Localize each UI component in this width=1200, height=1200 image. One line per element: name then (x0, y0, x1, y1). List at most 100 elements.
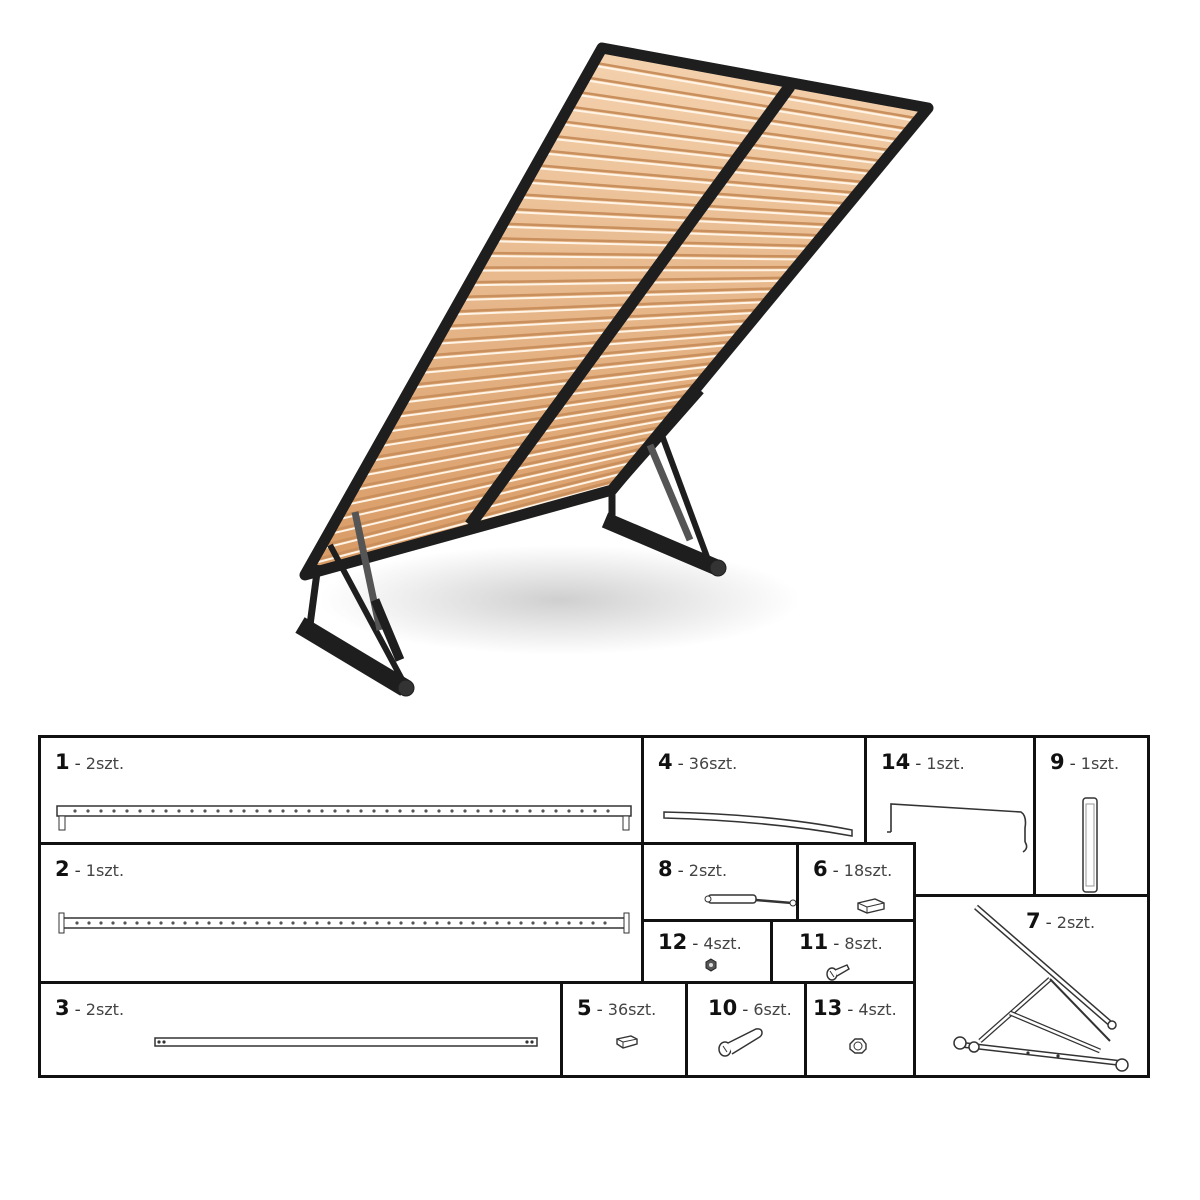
post-icon (1082, 797, 1098, 893)
part-cell-12: 12-4szt. (641, 919, 773, 984)
slat-highlight (445, 311, 762, 331)
rail-hole (554, 809, 558, 813)
slat-line (387, 382, 700, 430)
rail-hole (476, 809, 480, 813)
slat-line (511, 207, 832, 226)
part-number: 8 (658, 857, 673, 881)
rail-hole (507, 921, 511, 925)
rail-hole (424, 809, 428, 813)
rail-hole (555, 921, 559, 925)
rail-hole (447, 921, 451, 925)
slat-line (593, 61, 920, 120)
rail-hole (463, 809, 467, 813)
rail-hole (375, 921, 379, 925)
rail-hole (243, 921, 247, 925)
part-cell-8: 8-2szt. (641, 842, 799, 922)
rail-hole (519, 921, 523, 925)
slat-highlight (362, 417, 674, 477)
rail-hole (541, 809, 545, 813)
center-rail (465, 82, 795, 529)
rail-hole (99, 921, 103, 925)
part-number: 14 (881, 750, 911, 774)
part-number: 3 (55, 996, 70, 1020)
slat-line (370, 403, 683, 460)
slat-highlight (593, 64, 920, 123)
rail-hole (307, 809, 311, 813)
part-cell-9: 9-1szt. (1033, 735, 1150, 897)
part-number: 1 (55, 750, 70, 774)
slat-line (585, 76, 911, 131)
rail-hole (73, 809, 77, 813)
rail-hole (159, 921, 163, 925)
rail-hole (216, 809, 220, 813)
gas-spring-icon (704, 894, 797, 907)
slat-line (494, 237, 814, 248)
hook-bar-icon (887, 803, 1028, 853)
side-rail-icon (56, 805, 632, 831)
rail-hole (411, 809, 415, 813)
rail-hole (255, 809, 259, 813)
rail-hole (125, 809, 129, 813)
rail-hole (567, 809, 571, 813)
rail-hole (580, 809, 584, 813)
rail-hole (387, 921, 391, 925)
slat-line (527, 178, 850, 205)
rail-hole (398, 809, 402, 813)
part-cell-2: 2-1szt. (38, 842, 644, 984)
slat-highlight (519, 196, 841, 219)
rail-hole (279, 921, 283, 925)
slat-highlight (436, 322, 753, 345)
rail-hole (528, 809, 532, 813)
rail-hole (291, 921, 295, 925)
double-slat-holder-icon (857, 898, 885, 914)
part-number: 11 (799, 930, 829, 954)
slat-highlight (453, 301, 771, 316)
part-quantity: 8szt. (844, 934, 883, 953)
cross-bar-icon (154, 1037, 538, 1047)
slat-highlight (585, 79, 911, 134)
slat-line (486, 251, 806, 258)
slat-line (362, 414, 674, 474)
part-quantity: 36szt. (688, 754, 738, 773)
rail-hole (303, 921, 307, 925)
slat-highlight (577, 93, 902, 144)
part-quantity: 36szt. (607, 1000, 657, 1019)
cap-nut-icon (849, 1038, 867, 1054)
center-rail-icon (58, 912, 630, 934)
rail-hole (229, 809, 233, 813)
slat-line (345, 435, 657, 504)
slat-line (519, 193, 841, 216)
rail-hole (346, 809, 350, 813)
rail-hole (203, 809, 207, 813)
slat-line (544, 149, 867, 184)
lift-mechanism-icon (953, 904, 1129, 1072)
rail-hole (543, 921, 547, 925)
rail-hole (138, 809, 142, 813)
rail-hole (515, 809, 519, 813)
rail-hole (471, 921, 475, 925)
rail-hole (195, 921, 199, 925)
screw-icon (826, 964, 850, 981)
rail-hole (351, 921, 355, 925)
rail-hole (359, 809, 363, 813)
rail-hole (123, 921, 127, 925)
part-cell-10: 10-6szt. (685, 981, 807, 1078)
slat-line (379, 393, 692, 445)
long-bolt-icon (718, 1028, 763, 1057)
rail-hole (231, 921, 235, 925)
rail-hole (267, 921, 271, 925)
slat-line (329, 456, 639, 533)
part-quantity: 2szt. (1056, 913, 1096, 932)
rail-hole (151, 809, 155, 813)
part-cell-7: 7-2szt. (913, 894, 1150, 1078)
rail-hole (164, 809, 168, 813)
slat-highlight (428, 332, 744, 360)
rail-hole (315, 921, 319, 925)
rail-hole (531, 921, 535, 925)
slat-highlight (568, 108, 894, 155)
slat-line (354, 425, 665, 489)
slat-line (577, 90, 902, 142)
slat-line (412, 350, 727, 386)
slat-highlight (395, 375, 709, 418)
part-number: 9 (1050, 750, 1065, 774)
